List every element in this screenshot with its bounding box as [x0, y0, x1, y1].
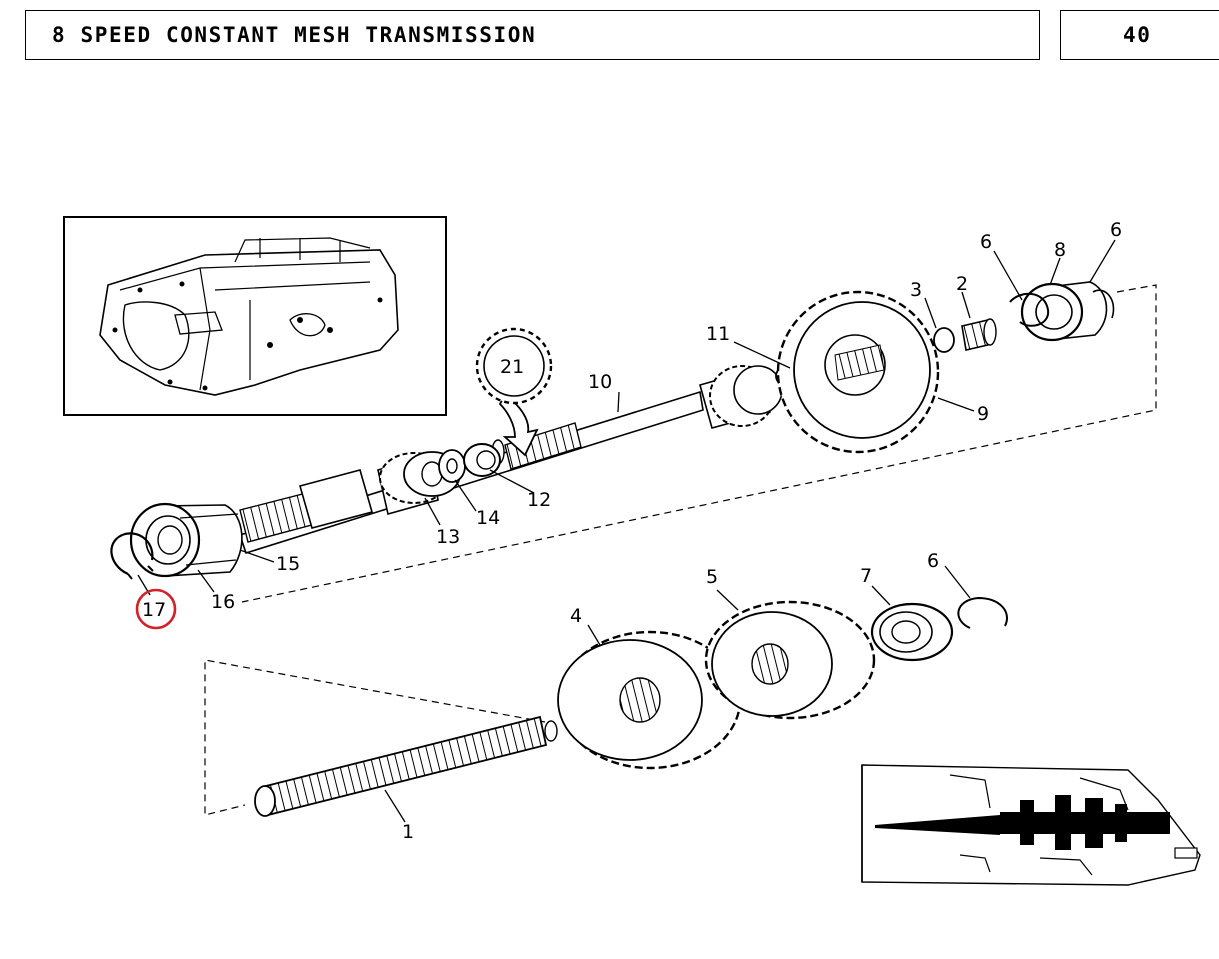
leader-lines — [137, 239, 1116, 823]
gear-5 — [704, 600, 876, 720]
assembly-guide-lines — [204, 284, 1157, 816]
callout-9: 9 — [977, 403, 989, 425]
page-number-box: 40 — [1060, 10, 1219, 60]
callout-7: 7 — [860, 565, 872, 587]
callout-17-highlight-ring — [135, 588, 177, 630]
callout-5: 5 — [706, 566, 718, 588]
callout-8: 8 — [1054, 239, 1066, 261]
callout-2: 2 — [956, 273, 968, 295]
location-inset — [861, 764, 1201, 886]
circlip-6-lower — [957, 596, 1008, 629]
lower-shaft-1 — [254, 715, 558, 817]
callout-11: 11 — [706, 323, 730, 345]
washer-12 — [463, 443, 501, 477]
callout-labels: 1 2 3 4 5 6 6 6 7 8 9 10 11 12 13 14 15 … — [142, 219, 1122, 843]
callout-1: 1 — [402, 821, 414, 843]
title-box: 8 SPEED CONSTANT MESH TRANSMISSION — [25, 10, 1040, 60]
page-number: 40 — [1123, 23, 1152, 47]
callout-10: 10 — [588, 371, 612, 393]
callout-12: 12 — [527, 489, 551, 511]
callout-4: 4 — [570, 605, 582, 627]
housing-inset — [63, 216, 447, 416]
gear-4 — [557, 630, 742, 770]
toothed-washer-21 — [475, 327, 553, 405]
bearing-2 — [961, 318, 997, 351]
callout-21: 21 — [500, 356, 524, 378]
callout-6-c: 6 — [927, 550, 939, 572]
bearing-16 — [129, 502, 243, 578]
bearing-7 — [870, 602, 954, 662]
circlip-17 — [110, 532, 154, 580]
callout-13: 13 — [436, 526, 460, 548]
callout-15: 15 — [276, 553, 300, 575]
arrow-21 — [498, 393, 539, 457]
callout-6-b: 6 — [1110, 219, 1122, 241]
callout-16: 16 — [211, 591, 235, 613]
page-title: 8 SPEED CONSTANT MESH TRANSMISSION — [52, 23, 537, 47]
callout-17: 17 — [142, 599, 166, 621]
circlip-6-upper — [1009, 289, 1115, 327]
washer-14 — [438, 449, 466, 483]
spacer-3 — [933, 327, 955, 353]
callout-14: 14 — [476, 507, 500, 529]
callout-3: 3 — [910, 279, 922, 301]
callout-6-a: 6 — [980, 231, 992, 253]
gear-9 — [776, 290, 940, 454]
